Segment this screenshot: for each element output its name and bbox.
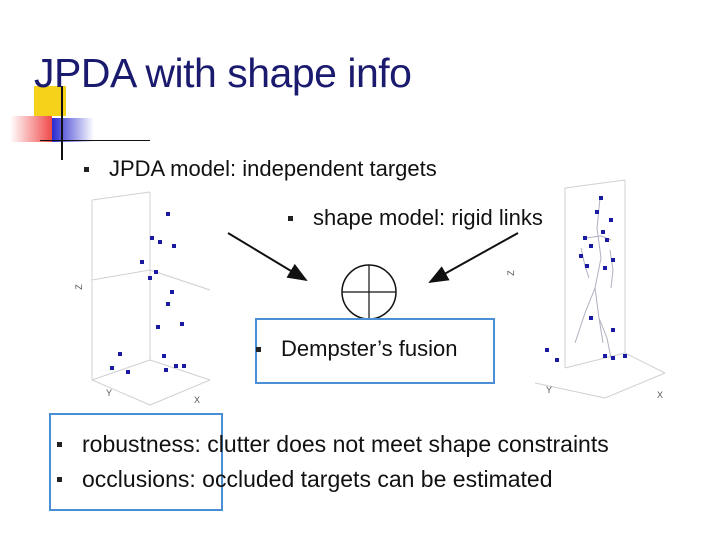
arrow-left: [227, 232, 308, 282]
bullet-jpda-text: JPDA model: independent targets: [109, 156, 437, 181]
right-axis-y-label: Y: [546, 385, 553, 395]
deco-vertical-line: [61, 86, 63, 160]
left-3d-plot: [91, 191, 211, 406]
circled-plus-icon: [341, 264, 397, 320]
bullet-jpda-model: JPDA model: independent targets: [84, 156, 437, 182]
right-3d-plot: [534, 179, 666, 399]
right-axis-x-label: X: [657, 390, 664, 400]
bullet-marker: [288, 215, 293, 221]
bullet-dempster-fusion: Dempster’s fusion: [256, 336, 457, 362]
left-axis-y-label: Y: [106, 388, 113, 398]
deco-blue-square: [52, 118, 94, 142]
bullet-robustness: robustness: clutter does not meet shape …: [57, 431, 609, 458]
bullet-marker: [57, 442, 62, 447]
bullet-occlusions-text: occlusions: occluded targets can be esti…: [82, 466, 553, 492]
bullet-marker: [57, 477, 62, 482]
deco-horizontal-line: [40, 140, 150, 141]
bullet-shape-model: shape model: rigid links: [288, 205, 543, 231]
slide-title: JPDA with shape info: [34, 50, 412, 96]
left-axis-z-label: Z: [73, 284, 84, 290]
deco-yellow-square: [34, 86, 66, 116]
bullet-shape-text: shape model: rigid links: [313, 205, 543, 230]
bullet-dempster-text: Dempster’s fusion: [281, 336, 458, 361]
bullet-robustness-text: robustness: clutter does not meet shape …: [82, 431, 609, 457]
left-axis-x-label: X: [194, 395, 201, 405]
bullet-marker: [256, 346, 261, 352]
fusion-diagram: [227, 232, 519, 320]
bullet-markers-box: [49, 413, 223, 511]
bullet-marker: [84, 166, 89, 172]
arrow-right: [428, 232, 519, 283]
bullet-occlusions: occlusions: occluded targets can be esti…: [57, 466, 553, 493]
deco-red-square: [10, 116, 52, 142]
